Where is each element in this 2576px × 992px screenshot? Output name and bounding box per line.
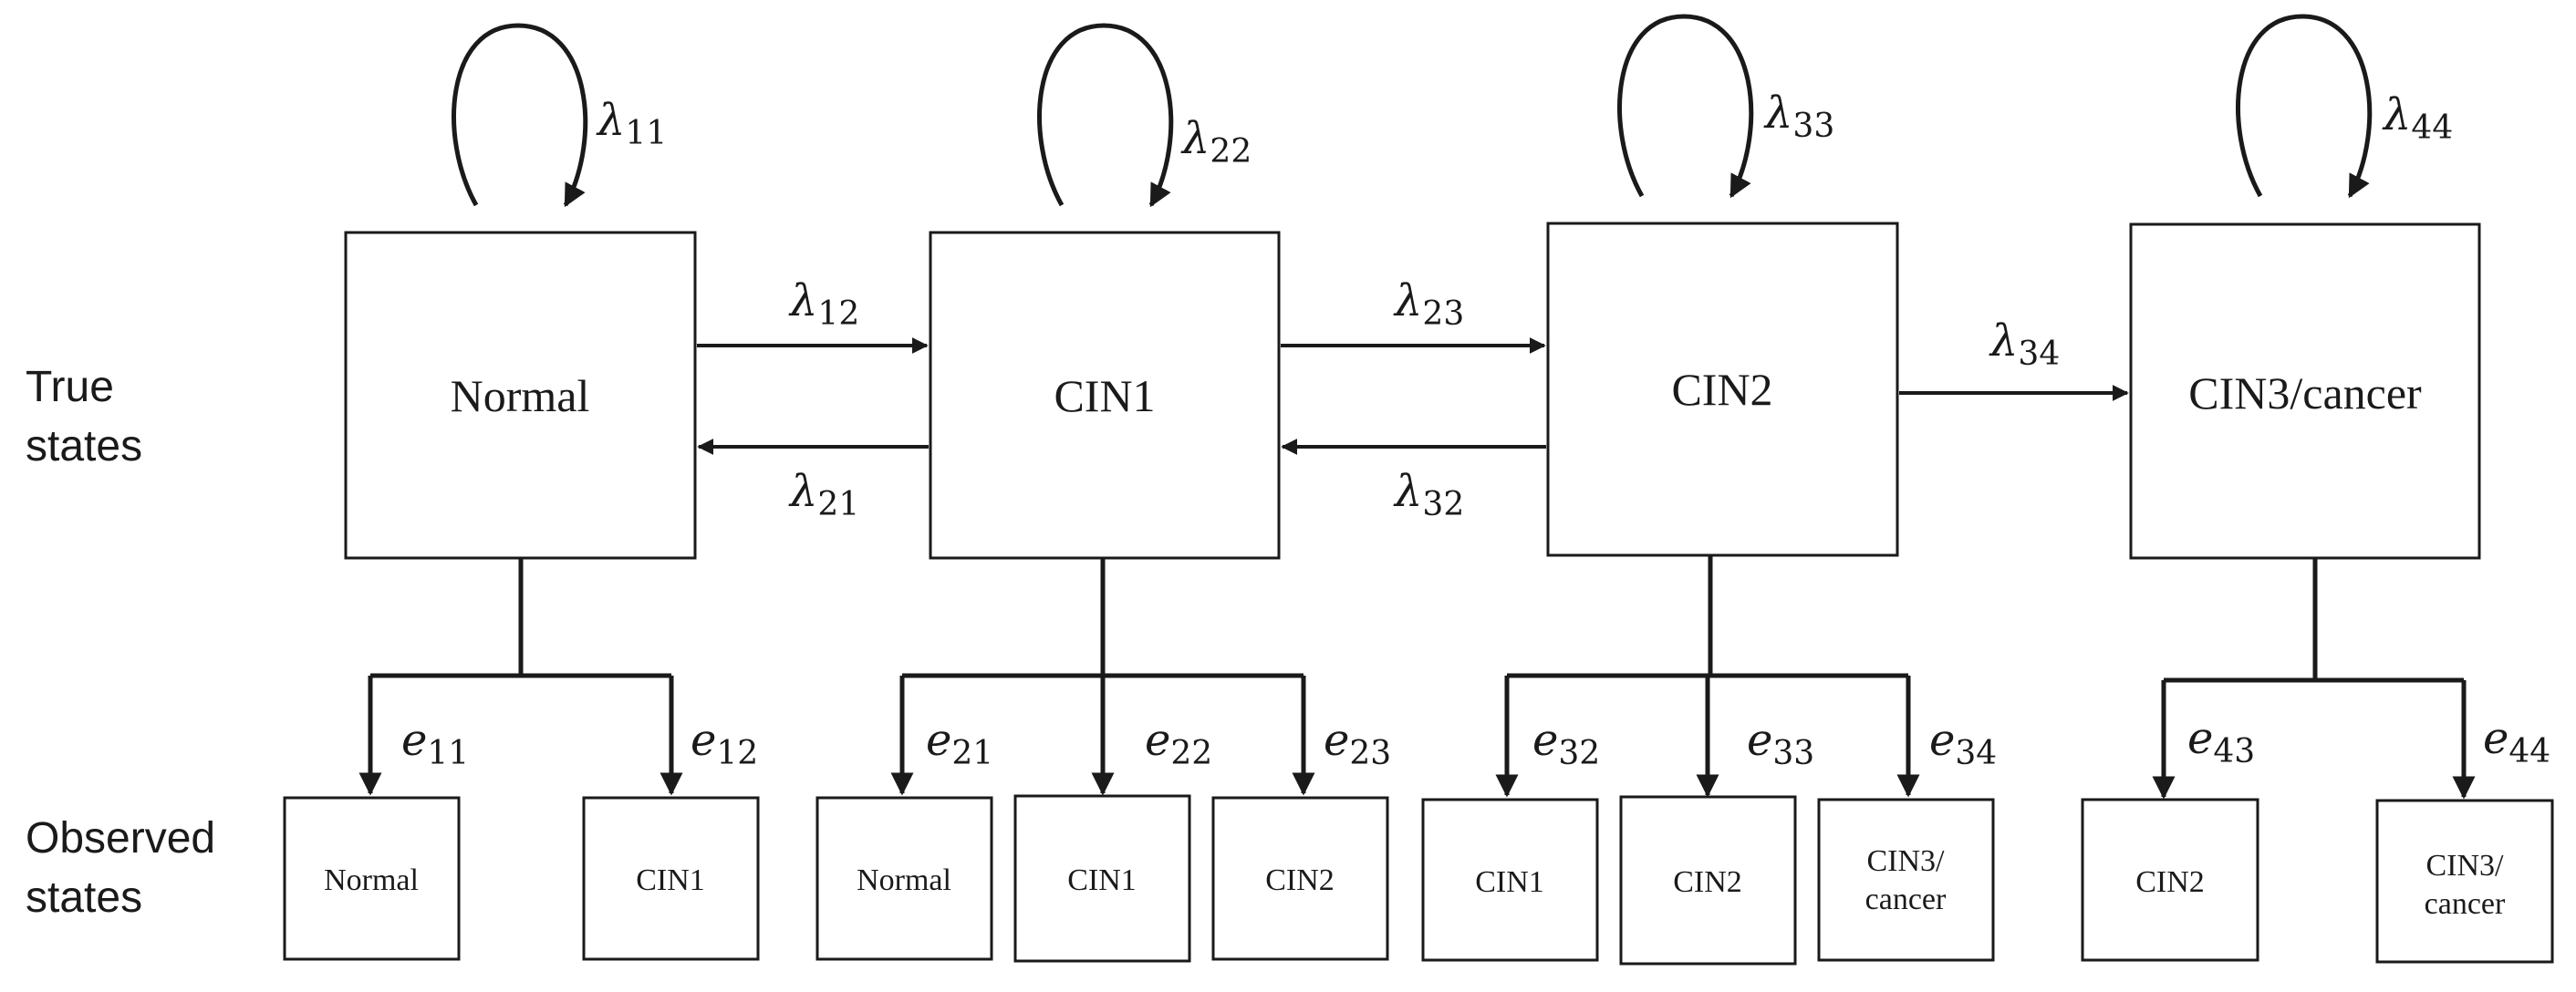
emission-label-e23: e23 bbox=[1324, 715, 1391, 772]
emission-label-e32: e32 bbox=[1532, 715, 1600, 772]
svg-text:CIN2: CIN2 bbox=[2135, 865, 2205, 899]
observed-state-cin1-from-normal: CIN1 bbox=[582, 796, 760, 961]
forward-transition-label-12: λ12 bbox=[788, 275, 859, 333]
backward-transition-label-21: λ21 bbox=[788, 466, 859, 523]
svg-text:CIN2: CIN2 bbox=[1265, 863, 1335, 897]
emission-label-e34: e34 bbox=[1929, 715, 1997, 772]
observed-states-label-line2: states bbox=[26, 873, 142, 922]
true-state-cin2-label: CIN2 bbox=[1671, 364, 1772, 415]
observed-state-cin2-from-cin1: CIN2 bbox=[1211, 796, 1389, 961]
observed-states-label-line1: Observed bbox=[26, 814, 215, 863]
true-state-normal-label: Normal bbox=[451, 370, 590, 421]
emission-tree-cin1 bbox=[890, 558, 1315, 796]
observed-state-normal-from-cin1: Normal bbox=[815, 796, 993, 961]
self-transition-label-cin3-cancer: λ44 bbox=[2382, 89, 2453, 147]
observed-state-cin1-from-cin1: CIN1 bbox=[1013, 794, 1191, 963]
emission-label-e43: e43 bbox=[2187, 713, 2255, 770]
observed-state-cin1-from-cin2: CIN1 bbox=[1421, 798, 1599, 962]
svg-text:CIN3/cancer: CIN3/cancer bbox=[2425, 849, 2506, 921]
svg-text:Normal: Normal bbox=[857, 863, 951, 897]
svg-text:Normal: Normal bbox=[324, 863, 419, 897]
self-loop-arrow-cin3-cancer bbox=[2236, 14, 2373, 199]
emission-label-e22: e22 bbox=[1145, 715, 1212, 772]
true-state-cin1-label: CIN1 bbox=[1054, 370, 1155, 421]
self-transition-label-normal: λ11 bbox=[596, 95, 667, 152]
observed-state-normal-from-normal: Normal bbox=[283, 796, 461, 961]
emission-label-e12: e12 bbox=[691, 715, 758, 772]
true-states-label-line1: True bbox=[26, 363, 114, 411]
forward-transition-label-34: λ34 bbox=[1989, 315, 2060, 373]
svg-text:CIN3/cancer: CIN3/cancer bbox=[1865, 844, 1947, 916]
true-states-label-line2: states bbox=[26, 422, 142, 470]
observed-state-cin3-cancer-from-cin2: CIN3/cancer bbox=[1817, 798, 1995, 962]
true-state-normal: Normal bbox=[344, 231, 697, 560]
svg-text:CIN1: CIN1 bbox=[636, 863, 705, 897]
self-transition-label-cin1: λ22 bbox=[1180, 113, 1252, 170]
observed-state-cin2-from-cin2: CIN2 bbox=[1619, 795, 1797, 966]
true-state-cin1: CIN1 bbox=[929, 231, 1281, 560]
emission-tree-normal bbox=[358, 558, 683, 796]
emission-label-e21: e21 bbox=[926, 715, 993, 772]
observed-state-cin3-cancer-from-cin3-cancer: CIN3/cancer bbox=[2375, 799, 2554, 964]
true-state-cin2: CIN2 bbox=[1546, 222, 1899, 557]
self-loop-arrow-cin2 bbox=[1617, 14, 1754, 199]
svg-text:CIN1: CIN1 bbox=[1475, 865, 1544, 899]
self-transition-label-cin2: λ33 bbox=[1763, 88, 1834, 145]
backward-transition-label-32: λ32 bbox=[1393, 466, 1464, 523]
forward-transition-label-23: λ23 bbox=[1393, 275, 1464, 333]
true-state-cin3-cancer: CIN3/cancer bbox=[2129, 222, 2481, 560]
svg-text:CIN2: CIN2 bbox=[1673, 865, 1742, 899]
svg-text:CIN1: CIN1 bbox=[1067, 863, 1137, 897]
observed-state-cin2-from-cin3-cancer: CIN2 bbox=[2081, 798, 2259, 962]
self-loop-arrow-normal bbox=[452, 23, 588, 208]
self-loop-arrow-cin1 bbox=[1037, 23, 1174, 208]
emission-tree-cin2 bbox=[1495, 555, 1920, 798]
emission-label-e44: e44 bbox=[2483, 713, 2550, 770]
true-state-cin3-cancer-label: CIN3/cancer bbox=[2188, 367, 2422, 418]
emission-tree-cin3-cancer bbox=[2152, 558, 2476, 800]
emission-label-e11: e11 bbox=[401, 715, 469, 772]
emission-label-e33: e33 bbox=[1747, 715, 1814, 772]
